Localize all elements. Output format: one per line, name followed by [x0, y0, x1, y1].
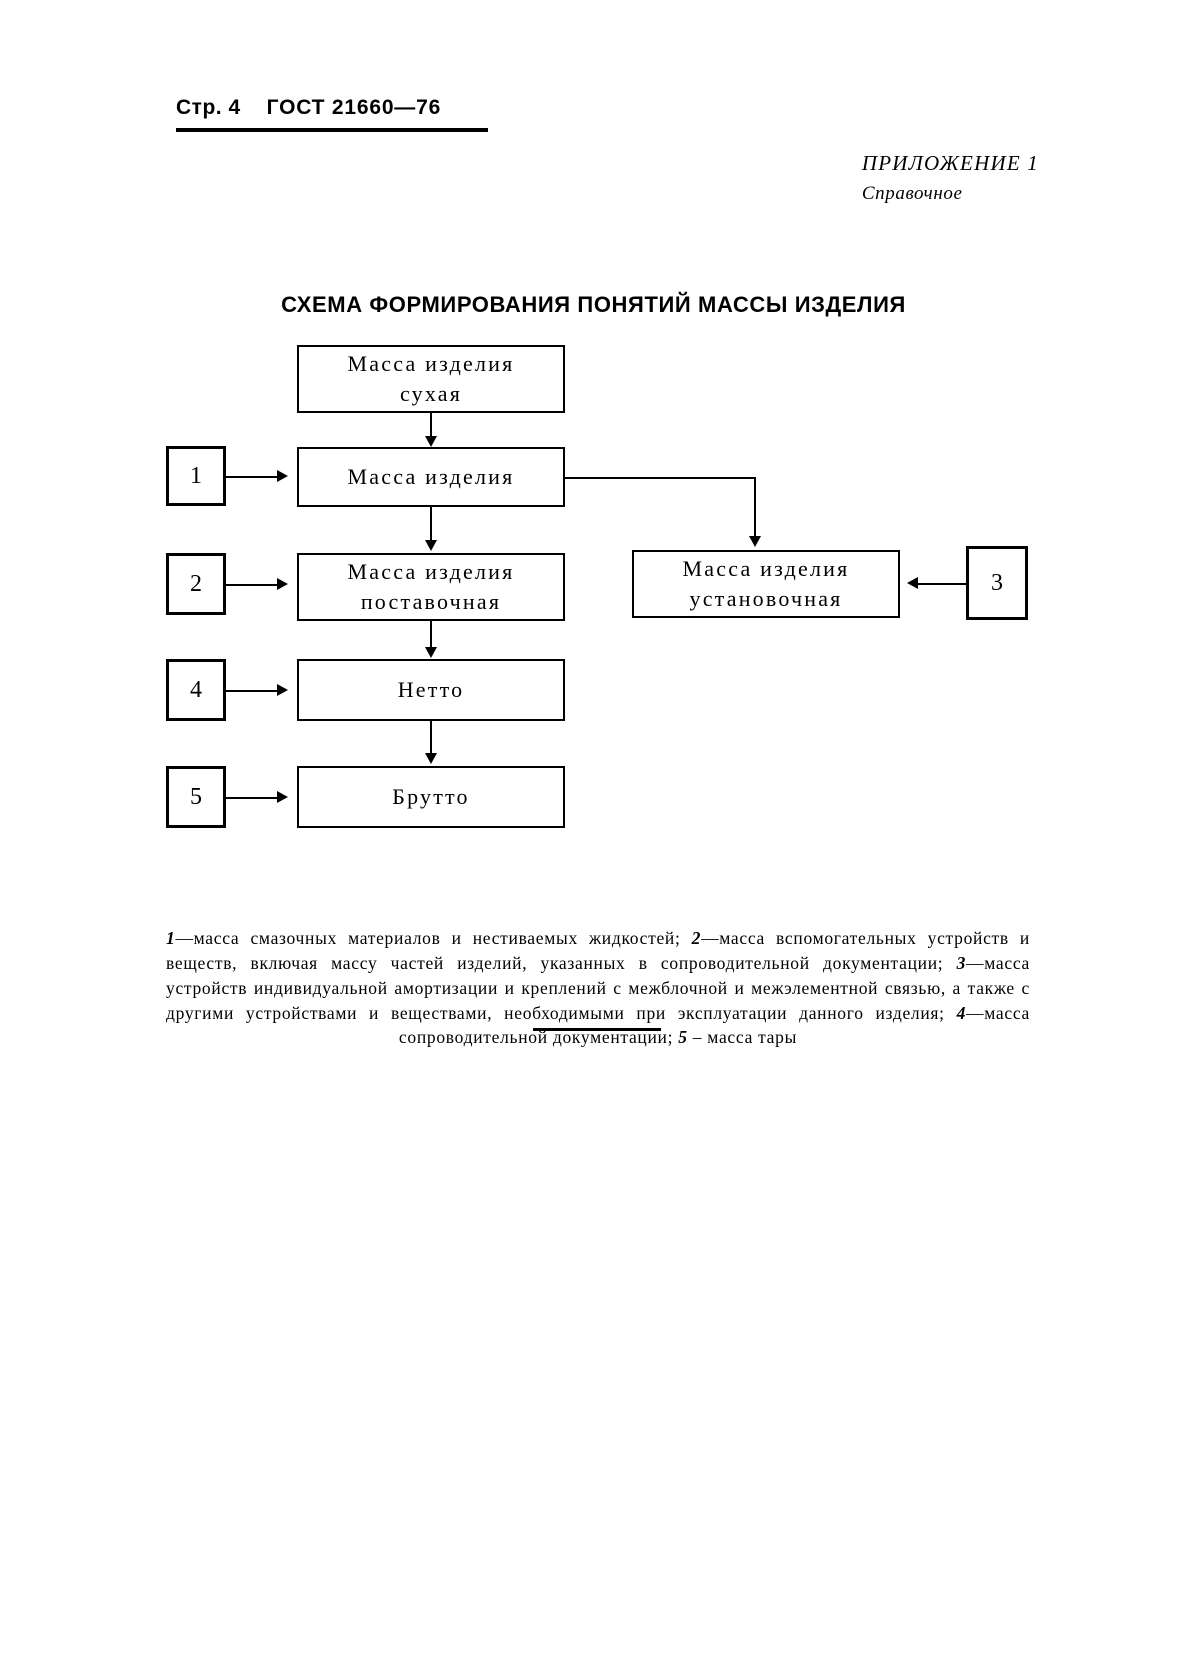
node-netto: Нетто	[297, 659, 565, 721]
arrow-callout-5-head	[277, 791, 288, 803]
node-installation-mass-line1: Масса изделия	[682, 556, 850, 582]
callout-box-2-label: 2	[190, 570, 202, 597]
page-number-label: Стр. 4	[176, 96, 241, 119]
arrow-callout-3-head	[907, 577, 918, 589]
callout-box-2: 2	[166, 553, 226, 615]
arrow-callout-4-shaft	[226, 690, 278, 692]
node-brutto-label: Брутто	[392, 784, 470, 810]
node-installation-mass: Масса изделия установочная	[632, 550, 900, 618]
node-delivery-mass-line1: Масса изделия	[347, 559, 515, 585]
node-delivery-mass-line2: поставочная	[360, 589, 502, 614]
node-delivery-mass: Масса изделия поставочная	[297, 553, 565, 621]
callout-box-5-label: 5	[190, 783, 202, 810]
standard-number-label: ГОСТ 21660—76	[266, 96, 442, 119]
arrow-mass-to-install-vertical	[754, 477, 756, 537]
arrow-callout-5-shaft	[226, 797, 278, 799]
node-brutto: Брутто	[297, 766, 565, 828]
arrow-mass-to-install-horizontal	[565, 477, 755, 479]
caption-index-4: 4	[956, 1002, 967, 1023]
arrow-delivery-to-netto-shaft	[430, 621, 432, 648]
callout-box-4: 4	[166, 659, 226, 721]
arrow-netto-to-brutto-shaft	[430, 721, 432, 754]
arrow-callout-2-head	[277, 578, 288, 590]
callout-box-5: 5	[166, 766, 226, 828]
caption-text-2: —масса вспомогательных устройств и вещес…	[166, 928, 1030, 973]
arrow-dry-to-mass-head	[425, 436, 437, 447]
arrow-mass-to-delivery-head	[425, 540, 437, 551]
callout-box-1-label: 1	[190, 462, 202, 489]
node-product-mass-line1: Масса изделия	[347, 464, 515, 490]
arrow-netto-to-brutto-head	[425, 753, 437, 764]
arrow-mass-to-install-head	[749, 536, 761, 547]
node-installation-mass-line2: установочная	[689, 586, 843, 611]
caption-index-2: 2	[691, 928, 702, 948]
figure-caption: 1—масса смазочных материалов и нестиваем…	[166, 926, 1030, 1050]
arrow-callout-3-shaft	[918, 583, 966, 585]
caption-text-3: —масса устройств индивидуальной амортиза…	[166, 952, 1030, 1023]
arrow-callout-1-head	[277, 470, 288, 482]
node-dry-mass: Масса изделия сухая	[297, 345, 565, 413]
appendix-subtitle: Справочное	[861, 182, 963, 204]
arrow-callout-4-head	[277, 684, 288, 696]
scheme-title: СХЕМА ФОРМИРОВАНИЯ ПОНЯТИЙ МАССЫ ИЗДЕЛИЯ	[281, 292, 906, 317]
node-product-mass: Масса изделия	[297, 447, 565, 507]
header-divider	[176, 128, 488, 132]
arrow-mass-to-delivery-shaft	[430, 507, 432, 541]
callout-box-3: 3	[966, 546, 1028, 620]
callout-box-4-label: 4	[190, 676, 202, 703]
caption-index-3: 3	[956, 952, 967, 973]
caption-index-1: 1	[166, 928, 176, 948]
caption-index-5: 5	[678, 1027, 688, 1048]
callout-box-3-label: 3	[991, 569, 1003, 596]
footer-divider	[533, 1028, 661, 1031]
caption-text-5: – масса тары	[687, 1027, 798, 1048]
arrow-callout-1-shaft	[226, 476, 278, 478]
appendix-title: ПРИЛОЖЕНИЕ 1	[861, 151, 1039, 175]
callout-box-1: 1	[166, 446, 226, 506]
node-dry-mass-line2: сухая	[399, 381, 463, 406]
node-netto-label: Нетто	[397, 677, 465, 703]
appendix-block: ПРИЛОЖЕНИЕ 1 Справочное	[862, 148, 1039, 208]
node-dry-mass-line1: Масса изделия	[347, 351, 515, 377]
arrow-delivery-to-netto-head	[425, 647, 437, 658]
caption-text-4: —масса сопроводительной документации;	[398, 1002, 1030, 1048]
arrow-dry-to-mass-shaft	[430, 413, 432, 437]
arrow-callout-2-shaft	[226, 584, 278, 586]
caption-text-1: —масса смазочных материалов и нестиваемы…	[175, 928, 692, 948]
page-header: Стр. 4 ГОСТ 21660—76	[176, 96, 441, 120]
